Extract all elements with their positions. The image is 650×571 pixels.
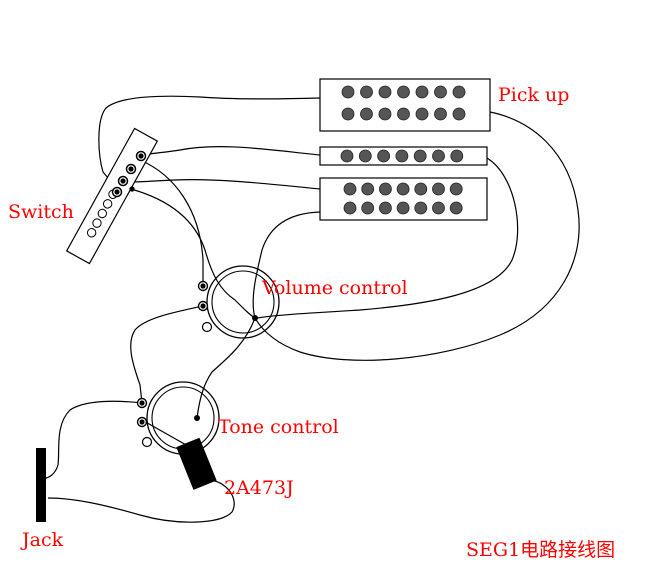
pole-piece: [413, 149, 427, 163]
pole-piece: [361, 182, 375, 196]
pole-piece: [432, 182, 445, 196]
pole-piece: [415, 85, 429, 99]
pole-piece: [449, 201, 463, 215]
pickup-bridge: [319, 177, 488, 221]
pickup-neck-poles: [341, 85, 466, 121]
label-volume-control: Volume control: [261, 277, 408, 299]
pole-piece: [343, 182, 357, 196]
pole-piece: [397, 85, 410, 99]
pole-piece: [361, 201, 375, 215]
wire-middle-to-switch: [132, 146, 321, 168]
label-pickup: Pick up: [498, 84, 569, 106]
wire-switch-to-volume: [130, 188, 256, 319]
pickup-middle-poles: [340, 149, 464, 163]
selector-switch: [65, 127, 159, 265]
pickup-neck: [319, 78, 491, 132]
pole-piece: [414, 182, 428, 196]
wire-tone-to-jack: [44, 400, 143, 479]
wire-volume-to-tone: [130, 305, 204, 404]
label-capacitor: 2A473J: [224, 477, 294, 499]
wire-neck-to-switch: [98, 95, 321, 191]
pole-piece: [432, 201, 445, 215]
pole-piece: [340, 149, 354, 163]
diagram-caption: SEG1电路接线图: [466, 539, 615, 561]
switch-contact: [102, 199, 113, 209]
tone-pot: [136, 381, 220, 455]
wire-bridge-lower: [252, 211, 321, 319]
wire-tone-to-cap: [141, 419, 189, 447]
pole-piece: [414, 201, 428, 215]
switch-lugs: [111, 150, 147, 198]
pole-piece: [358, 149, 372, 163]
wire-cap-to-jack: [47, 479, 235, 523]
wire-switch-ground: [139, 159, 204, 285]
switch-contact: [97, 208, 108, 219]
pole-piece: [360, 85, 373, 99]
pole-piece: [343, 201, 357, 215]
pole-piece: [377, 149, 391, 163]
switch-contact: [92, 218, 102, 228]
pole-piece: [415, 107, 429, 121]
pole-piece: [360, 107, 373, 121]
switch-contact: [86, 228, 97, 238]
pole-piece: [396, 201, 410, 215]
pole-piece: [434, 107, 447, 121]
capacitor: [176, 437, 217, 490]
pole-piece: [378, 85, 392, 99]
pole-piece: [450, 149, 464, 163]
pickup-middle: [319, 146, 488, 166]
pole-piece: [396, 182, 410, 196]
wire-middle-right: [256, 157, 519, 319]
pole-piece: [378, 182, 392, 196]
pole-piece: [341, 85, 355, 99]
pole-piece: [452, 107, 466, 121]
wire-neck-right-loop: [254, 111, 580, 361]
pickup-bridge-poles: [343, 182, 463, 215]
pole-piece: [452, 85, 466, 99]
pole-piece: [395, 149, 409, 163]
wire-bridge-to-switch: [123, 179, 321, 190]
wires: [44, 95, 580, 523]
pole-piece: [432, 149, 445, 163]
pole-piece: [378, 107, 392, 121]
label-tone-control: Tone control: [218, 416, 339, 438]
pole-piece: [449, 182, 463, 196]
label-jack: Jack: [20, 529, 64, 551]
pole-piece: [434, 85, 447, 99]
pole-piece: [378, 201, 392, 215]
pole-piece: [397, 107, 410, 121]
label-switch: Switch: [8, 201, 74, 223]
switch-contacts: [86, 189, 118, 238]
volume-pot: [197, 265, 280, 339]
pole-piece: [341, 107, 355, 121]
output-jack: [36, 448, 46, 522]
